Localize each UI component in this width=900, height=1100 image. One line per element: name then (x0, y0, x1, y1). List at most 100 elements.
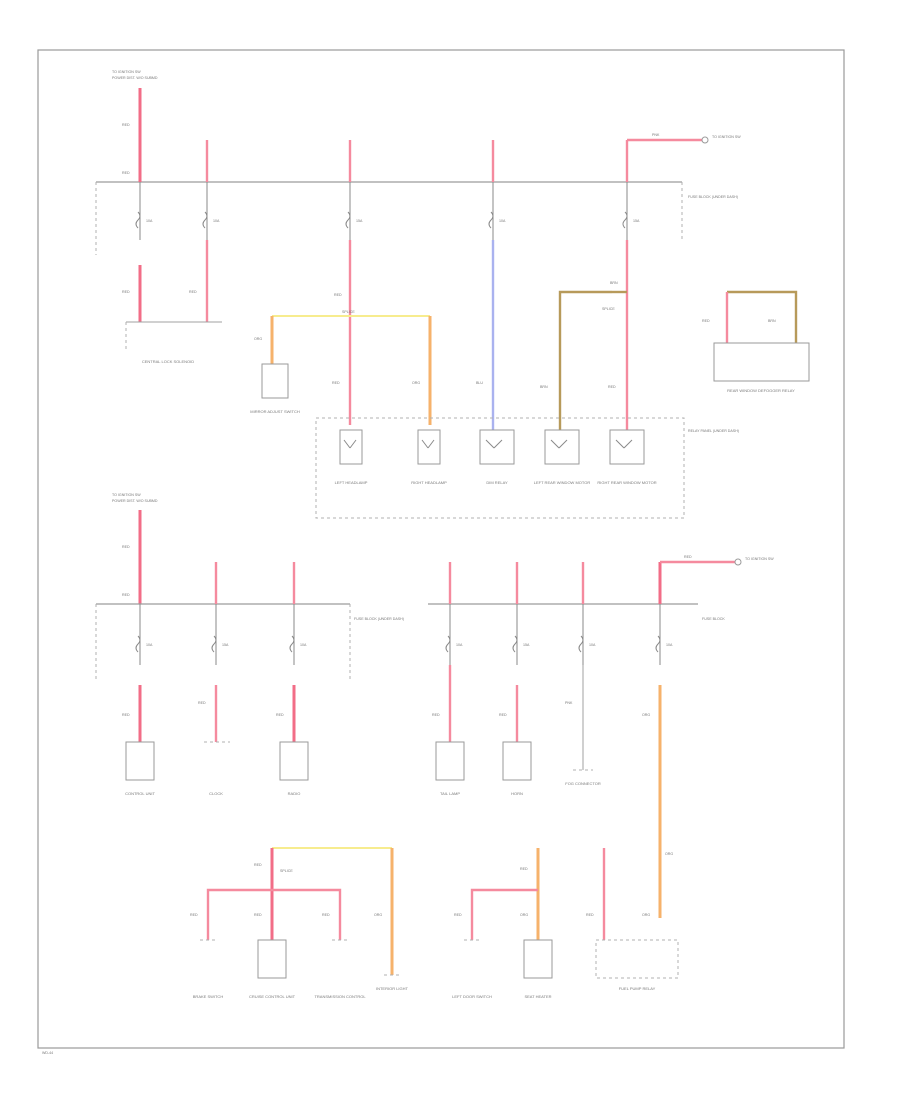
svg-text:15A: 15A (523, 643, 530, 647)
fuel-pump-relay: FUEL PUMP RELAY (595, 939, 679, 991)
ign-connector-upper-label: TO IGNITION SW (712, 135, 741, 139)
radio: RADIO (279, 741, 309, 796)
dim-relay: DIM RELAY (479, 429, 515, 485)
middle-section: TO IGNITION SW POWER DIST. W/O SUBMD RED… (95, 493, 774, 918)
svg-text:15A: 15A (633, 219, 640, 223)
svg-text:ORG: ORG (412, 381, 420, 385)
svg-text:10A: 10A (589, 643, 596, 647)
svg-text:ORG: ORG (642, 713, 650, 717)
interior-light: INTERIOR LIGHT (376, 974, 409, 991)
left-rear-window-relay: LEFT REAR WINDOW MOTOR (534, 429, 590, 485)
svg-text:ORG: ORG (374, 913, 382, 917)
svg-text:15A: 15A (356, 219, 363, 223)
svg-text:RED: RED (432, 713, 440, 717)
fuse-box-upper-label: FUSE BLOCK (UNDER DASH) (688, 195, 738, 199)
svg-text:FOG CONNECTOR: FOG CONNECTOR (565, 781, 601, 786)
svg-text:BRN: BRN (768, 319, 776, 323)
svg-text:10A: 10A (213, 219, 220, 223)
mirror-switch (261, 363, 289, 399)
central-lock-label: CENTRAL LOCK SOLENOID (142, 359, 194, 364)
page-id: WD-44 (42, 1051, 53, 1055)
svg-text:ORG: ORG (254, 337, 262, 341)
svg-text:RED: RED (454, 913, 462, 917)
wire-label-col1-b: RED (122, 171, 130, 175)
fuse-col2: 10A (202, 140, 220, 240)
ign-label-upper: TO IGNITION SW (112, 70, 141, 74)
svg-text:10A: 10A (146, 643, 153, 647)
horn: HORN (502, 741, 532, 796)
svg-text:RED: RED (122, 593, 130, 597)
svg-text:RED: RED (254, 863, 262, 867)
fog-connector: FOG CONNECTOR (565, 769, 601, 786)
transmission-control: TRANSMISSION CONTROL (314, 939, 366, 999)
ign-connector-lower (734, 558, 742, 566)
svg-text:CONTROL UNIT: CONTROL UNIT (125, 791, 155, 796)
wire-left-door (470, 888, 538, 940)
svg-text:10A: 10A (456, 643, 463, 647)
svg-text:CLOCK: CLOCK (209, 791, 223, 796)
brake-switch: BRAKE SWITCH (193, 939, 224, 999)
wire-label-col1-a: RED (122, 123, 130, 127)
right-rear-window-relay: RIGHT REAR WINDOW MOTOR (597, 429, 657, 485)
svg-text:FUEL PUMP RELAY: FUEL PUMP RELAY (619, 986, 656, 991)
mirror-label: MIRROR ADJUST SWITCH (250, 409, 300, 414)
svg-text:RED: RED (122, 713, 130, 717)
svg-text:ORG: ORG (642, 913, 650, 917)
svg-text:TAIL LAMP: TAIL LAMP (440, 791, 460, 796)
svg-text:LEFT DOOR SWITCH: LEFT DOOR SWITCH (452, 994, 492, 999)
svg-text:RED: RED (499, 713, 507, 717)
svg-text:RED: RED (334, 293, 342, 297)
power-label-mid: POWER DIST. W/O SUBMD (112, 499, 158, 503)
svg-text:RED: RED (254, 913, 262, 917)
svg-text:RED: RED (198, 701, 206, 705)
svg-text:SPLICE: SPLICE (602, 307, 615, 311)
svg-text:RED: RED (190, 913, 198, 917)
svg-text:RADIO: RADIO (288, 791, 301, 796)
svg-text:RED: RED (322, 913, 330, 917)
wire-brake-trans (206, 888, 342, 940)
left-door-switch: LEFT DOOR SWITCH (452, 939, 492, 999)
svg-text:RED: RED (276, 713, 284, 717)
fuse-mid-4: 10A (445, 562, 463, 665)
svg-text:TRANSMISSION CONTROL: TRANSMISSION CONTROL (314, 994, 366, 999)
tail-lamp: TAIL LAMP (435, 741, 465, 796)
power-label-upper: POWER DIST. W/O SUBMD (112, 76, 158, 80)
relay-panel-box (713, 342, 810, 382)
control-unit: CONTROL UNIT (125, 741, 155, 796)
cruise-control-unit: CRUISE CONTROL UNIT (249, 939, 296, 999)
fuse-col4: 10A (488, 140, 506, 240)
fuse-box-mid-left-label: FUSE BLOCK (UNDER DASH) (354, 617, 404, 621)
fuse-col5: 15A (622, 140, 640, 240)
svg-text:10A: 10A (499, 219, 506, 223)
svg-text:INTERIOR LIGHT: INTERIOR LIGHT (376, 986, 409, 991)
svg-text:BLU: BLU (476, 381, 483, 385)
svg-text:RED: RED (702, 319, 710, 323)
svg-text:BRN: BRN (610, 281, 618, 285)
svg-text:10A: 10A (300, 643, 307, 647)
svg-text:RED: RED (586, 913, 594, 917)
fuse-col3: 15A (345, 140, 363, 240)
fuse-mid-5: 15A (512, 562, 530, 665)
ign-connector-lower-label: TO IGNITION SW (745, 557, 774, 561)
svg-text:BRN: BRN (540, 385, 548, 389)
fuse-mid-7: 10A (655, 562, 673, 665)
ign-wire-lower-code: RED (684, 555, 692, 559)
fuse-mid-1: 10A (135, 604, 153, 665)
svg-text:RED: RED (332, 381, 340, 385)
svg-text:15A: 15A (222, 643, 229, 647)
svg-text:ORG: ORG (665, 852, 673, 856)
wire-relay-olive (727, 290, 798, 345)
lower-section: SPLICE RED RED RED RED ORG BRAKE SWITCH … (190, 847, 679, 999)
svg-text:RED: RED (122, 545, 130, 549)
svg-text:SPLICE: SPLICE (342, 310, 355, 314)
svg-text:RIGHT REAR WINDOW MOTOR: RIGHT REAR WINDOW MOTOR (597, 480, 656, 485)
relay-panel-label: REAR WINDOW DEFOGGER RELAY (727, 388, 795, 393)
svg-text:10A: 10A (666, 643, 673, 647)
fuse-mid-3: 10A (289, 562, 307, 665)
svg-text:ORG: ORG (520, 913, 528, 917)
upper-section: TO IGNITION SW POWER DIST. W/O SUBMD FUS… (95, 70, 810, 519)
relay-box-label: RELAY PANEL (UNDER DASH) (688, 429, 739, 433)
svg-text:BRAKE SWITCH: BRAKE SWITCH (193, 994, 224, 999)
svg-text:10A: 10A (146, 219, 153, 223)
fuse-box-mid-right-label: FUSE BLOCK (702, 617, 725, 621)
